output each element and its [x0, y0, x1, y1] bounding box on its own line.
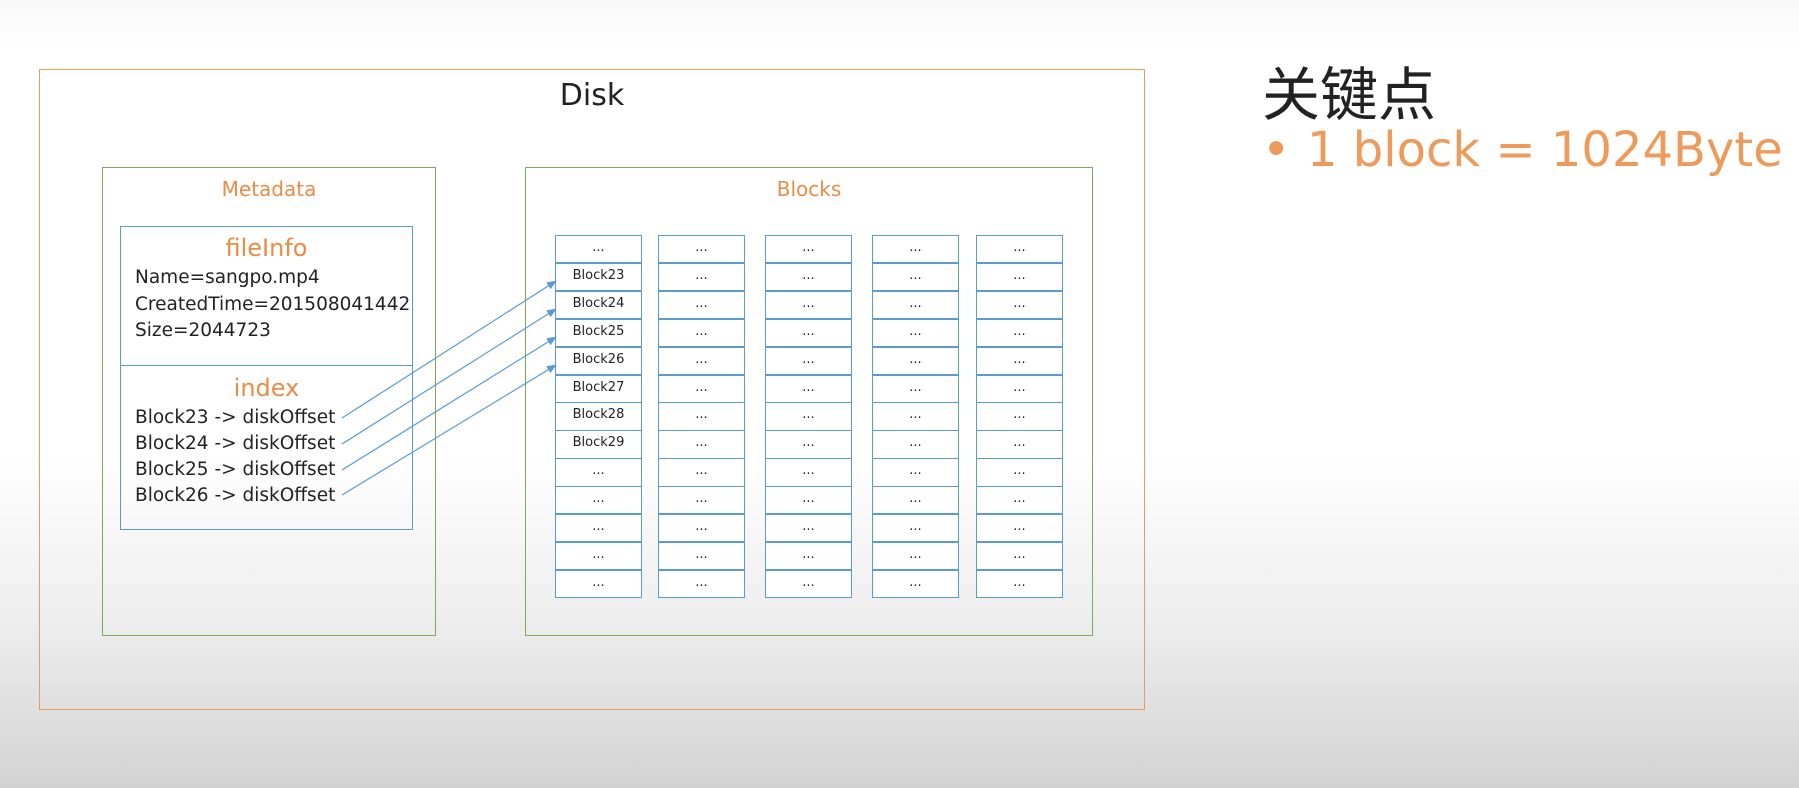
block-cell: ...: [872, 318, 959, 348]
block-cell-block26: Block26: [555, 346, 642, 375]
block-cell: ...: [765, 458, 852, 487]
block-cell: ...: [658, 290, 745, 320]
block-cell: ...: [765, 486, 852, 515]
block-cell-block27: Block27: [555, 374, 642, 403]
fileinfo-name: Name=sangpo.mp4: [135, 267, 320, 288]
block-cell: ...: [872, 346, 959, 375]
block-cell: ...: [765, 402, 852, 431]
index-title: index: [233, 374, 300, 402]
block-cell: ...: [872, 374, 959, 403]
bullet-dot: •: [1262, 122, 1291, 178]
block-cell: ...: [976, 402, 1063, 431]
block-cell: ...: [658, 402, 745, 431]
block-cell: ...: [976, 514, 1063, 543]
block-cell: ...: [765, 318, 852, 348]
block-cell: ...: [765, 290, 852, 320]
block-cell: ...: [976, 318, 1063, 348]
block-cell-block28: Block28: [555, 402, 642, 431]
block-cell: ...: [658, 514, 745, 543]
index-entry: Block24 -> diskOffset: [135, 433, 336, 454]
block-cell: ...: [555, 458, 642, 487]
key-point-item: • 1 block = 1024Byte: [1262, 122, 1783, 178]
block-cell: ...: [658, 318, 745, 348]
block-cell: ...: [872, 430, 959, 459]
disk-frame: [39, 69, 1145, 710]
block-cell: ...: [765, 262, 852, 292]
key-point-text: 1 block = 1024Byte: [1307, 122, 1783, 178]
fileinfo-created-time: CreatedTime=201508041442: [135, 294, 411, 315]
block-cell: ...: [658, 541, 745, 571]
block-cell: ...: [765, 374, 852, 403]
block-cell-block29: Block29: [555, 430, 642, 459]
block-cell: ...: [555, 486, 642, 515]
block-cell: ...: [658, 374, 745, 403]
block-cell: ...: [872, 402, 959, 431]
block-cell: ...: [976, 430, 1063, 459]
block-cell: ...: [658, 262, 745, 292]
block-cell-block24: Block24: [555, 290, 642, 320]
block-cell: ...: [872, 458, 959, 487]
blocks-panel: [525, 167, 1093, 636]
index-entry: Block26 -> diskOffset: [135, 485, 336, 506]
arrow-block25: [341, 336, 557, 471]
block-cell: ...: [765, 541, 852, 571]
block-cell: ...: [658, 486, 745, 515]
block-cell: ...: [658, 430, 745, 459]
key-points-title: 关键点: [1262, 61, 1437, 129]
block-cell: ...: [765, 346, 852, 375]
block-cell: ...: [658, 235, 745, 264]
fileinfo-size: Size=2044723: [135, 320, 271, 341]
block-cell: ...: [976, 262, 1063, 292]
block-cell: ...: [976, 486, 1063, 515]
block-cell: ...: [872, 290, 959, 320]
blocks-title: Blocks: [776, 177, 842, 201]
index-entry: Block25 -> diskOffset: [135, 459, 336, 480]
disk-title: Disk: [559, 78, 625, 113]
block-cell: ...: [658, 458, 745, 487]
fileinfo-divider: [120, 365, 413, 366]
metadata-title: Metadata: [221, 177, 317, 201]
block-cell-block23: Block23: [555, 262, 642, 292]
block-cell: ...: [976, 458, 1063, 487]
block-cell: ...: [555, 235, 642, 264]
block-cell: ...: [872, 569, 959, 599]
metadata-panel: [102, 167, 436, 636]
block-cell: ...: [976, 374, 1063, 403]
block-cell: ...: [765, 569, 852, 599]
block-cell: ...: [872, 486, 959, 515]
fileinfo-box: [120, 226, 413, 530]
block-cell: ...: [872, 514, 959, 543]
block-cell-block25: Block25: [555, 318, 642, 348]
block-cell: ...: [555, 541, 642, 571]
fileinfo-title: fileInfo: [225, 234, 308, 262]
index-entry: Block23 -> diskOffset: [135, 407, 336, 428]
block-cell: ...: [658, 569, 745, 599]
block-cell: ...: [872, 235, 959, 264]
block-cell: ...: [555, 569, 642, 599]
block-cell: ...: [976, 569, 1063, 599]
block-cell: ...: [765, 235, 852, 264]
block-cell: ...: [872, 262, 959, 292]
block-cell: ...: [976, 346, 1063, 375]
arrow-block26: [341, 364, 557, 496]
block-cell: ...: [765, 514, 852, 543]
arrow-block23: [341, 280, 557, 419]
block-cell: ...: [976, 290, 1063, 320]
block-cell: ...: [872, 541, 959, 571]
arrow-block24: [341, 308, 557, 445]
block-cell: ...: [976, 235, 1063, 264]
block-cell: ...: [658, 346, 745, 375]
block-cell: ...: [555, 514, 642, 543]
block-cell: ...: [765, 430, 852, 459]
block-cell: ...: [976, 541, 1063, 571]
